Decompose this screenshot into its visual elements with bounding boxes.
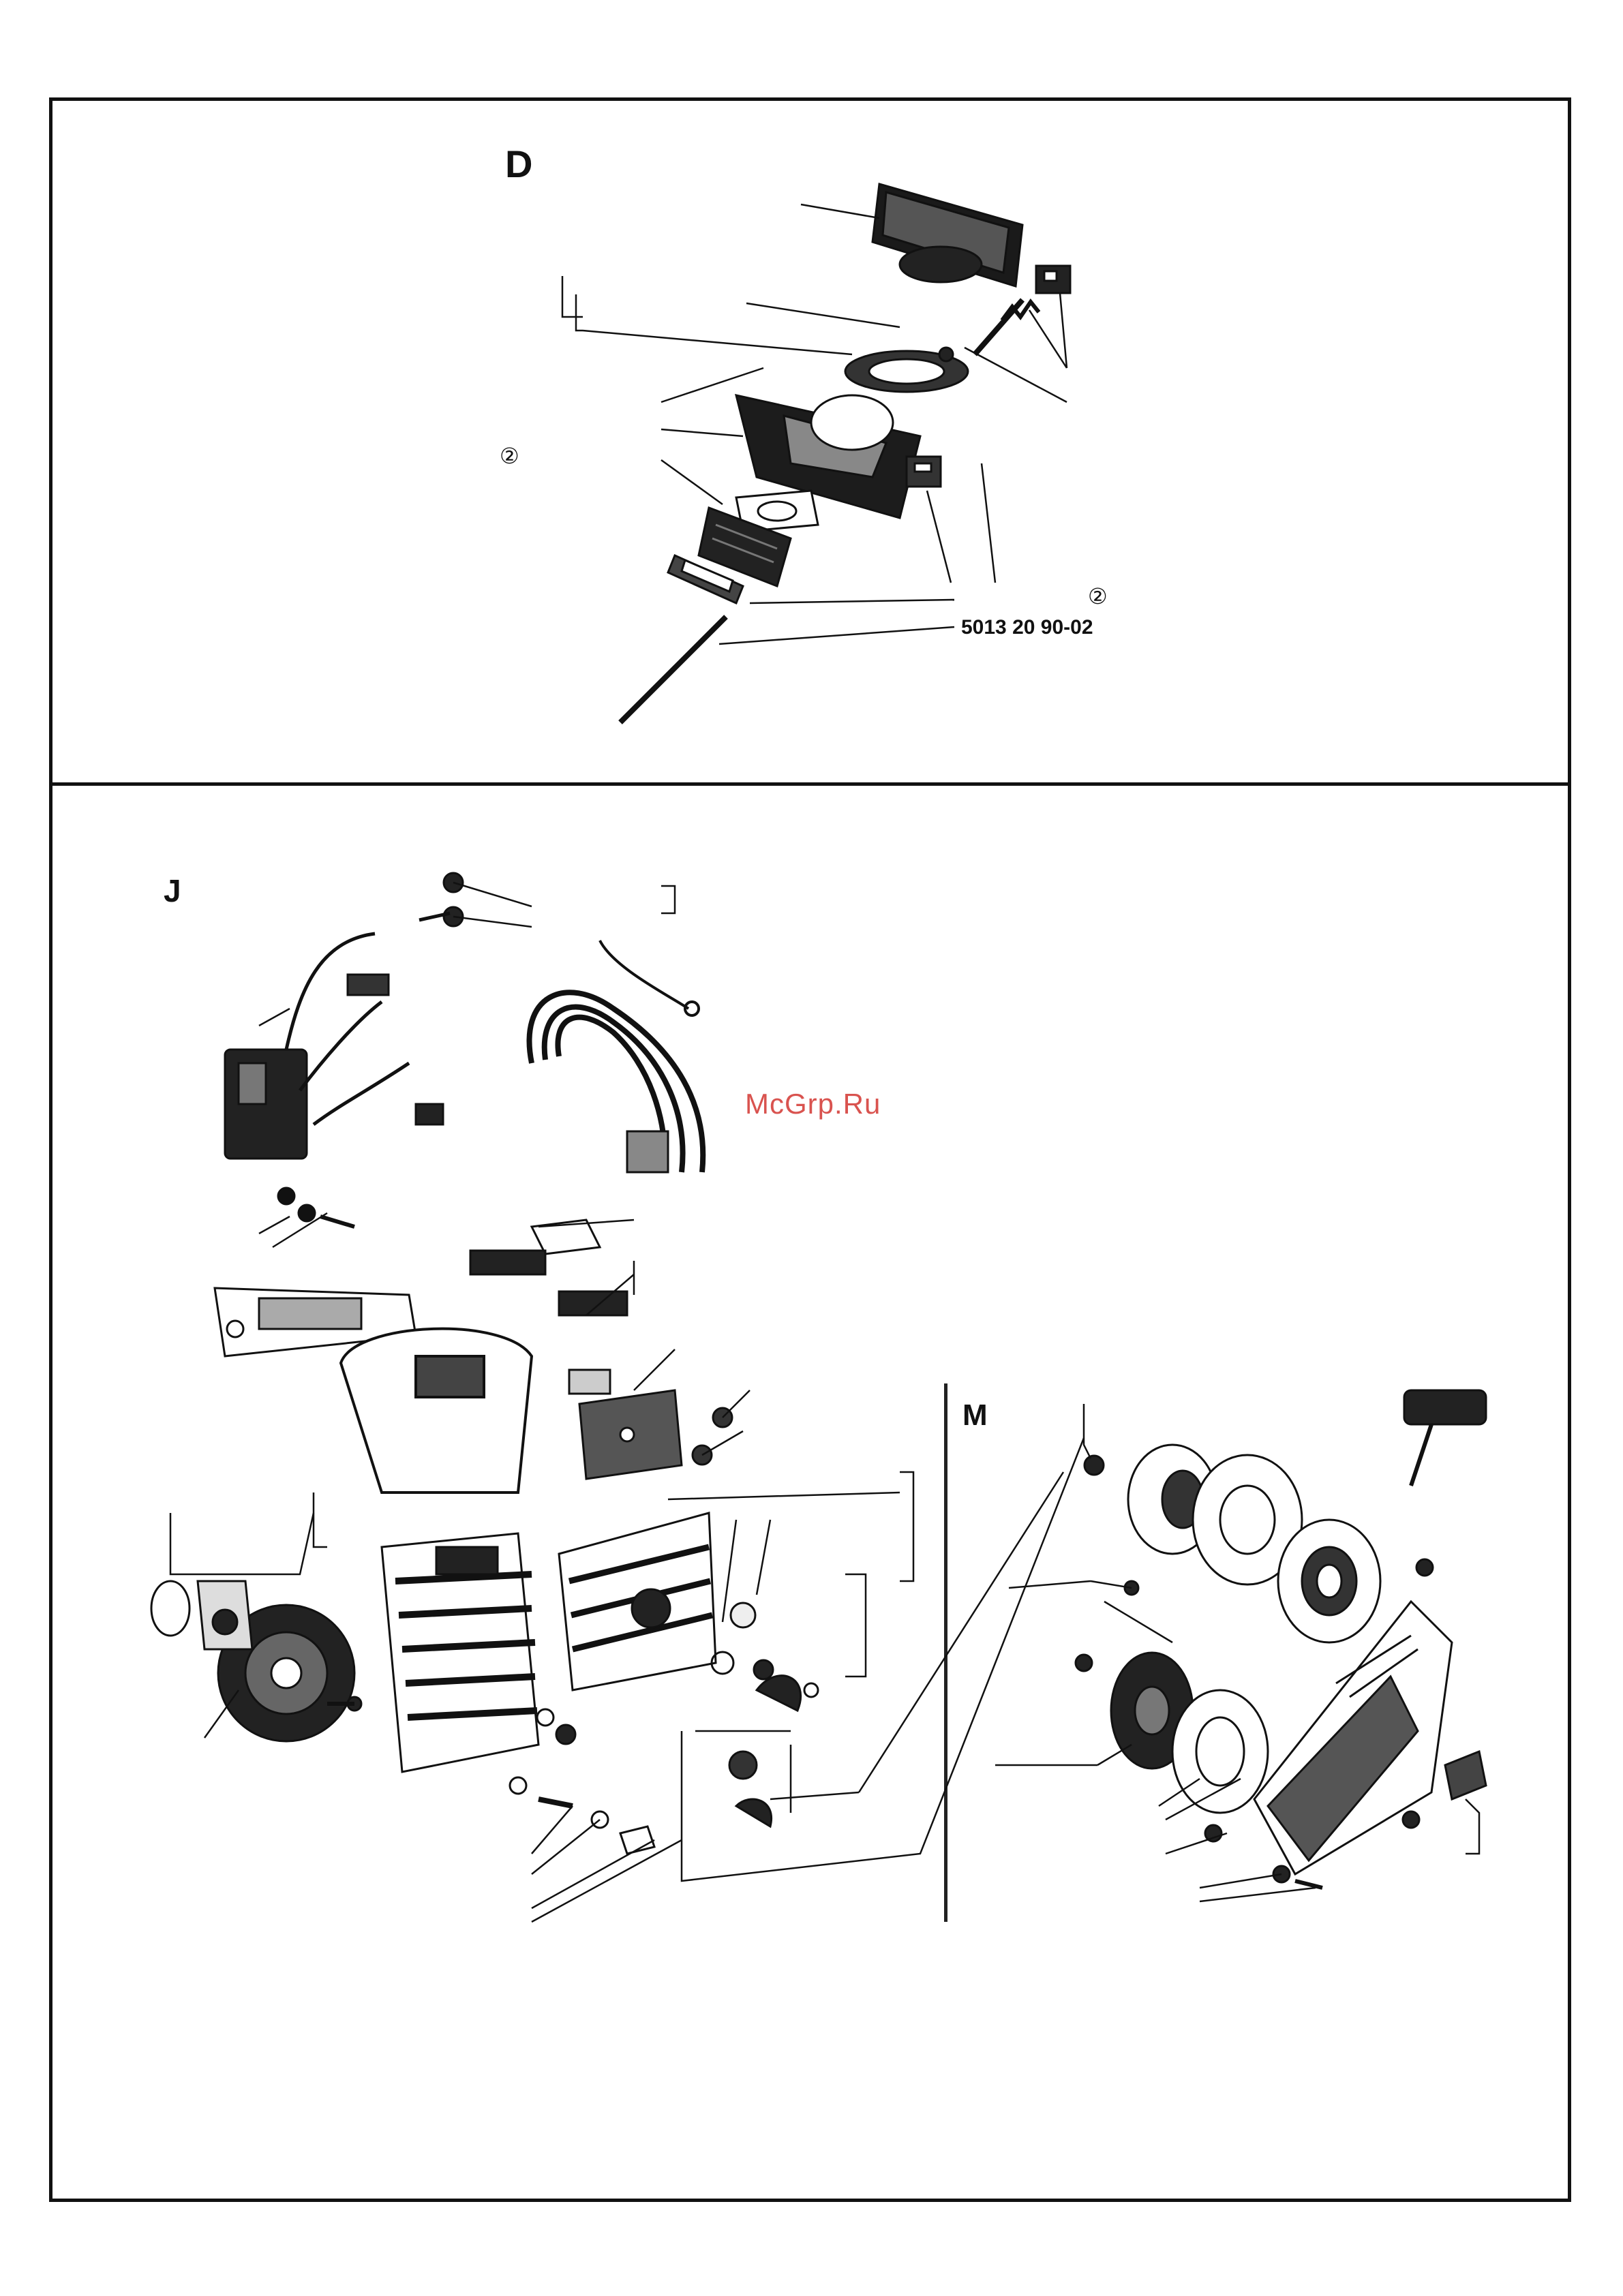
- drive-pulley: [151, 1581, 252, 1649]
- filter-rod: [620, 617, 726, 722]
- recoil-spring: [1278, 1520, 1380, 1642]
- fan-wheel: [559, 1513, 716, 1690]
- choke-knob: [1036, 266, 1070, 293]
- switch-connector: [416, 1104, 443, 1124]
- starter-label-plate: [1445, 1751, 1486, 1799]
- chassis-frame: [341, 1329, 532, 1493]
- filter-spring: [975, 300, 1039, 354]
- spark-plug-boot: [348, 975, 389, 995]
- handle-bracket: [569, 1370, 682, 1479]
- small-clip: [907, 457, 941, 487]
- lower-bolts: [327, 1697, 772, 1854]
- starter-handle: [1404, 1390, 1486, 1486]
- spring-clips: [419, 873, 463, 926]
- ignition-module: [225, 1050, 307, 1159]
- carburetor-flange: [845, 348, 968, 392]
- handle-wire: [600, 940, 699, 1015]
- front-handle: [530, 992, 703, 1172]
- starter-ratchet: [1172, 1690, 1268, 1813]
- bracket-screws: [693, 1408, 732, 1465]
- cylinder-fan: [382, 1533, 539, 1772]
- air-filter-cover: [873, 184, 1022, 286]
- clutch-parts: [712, 1603, 818, 1711]
- starter-housing: [1254, 1602, 1452, 1874]
